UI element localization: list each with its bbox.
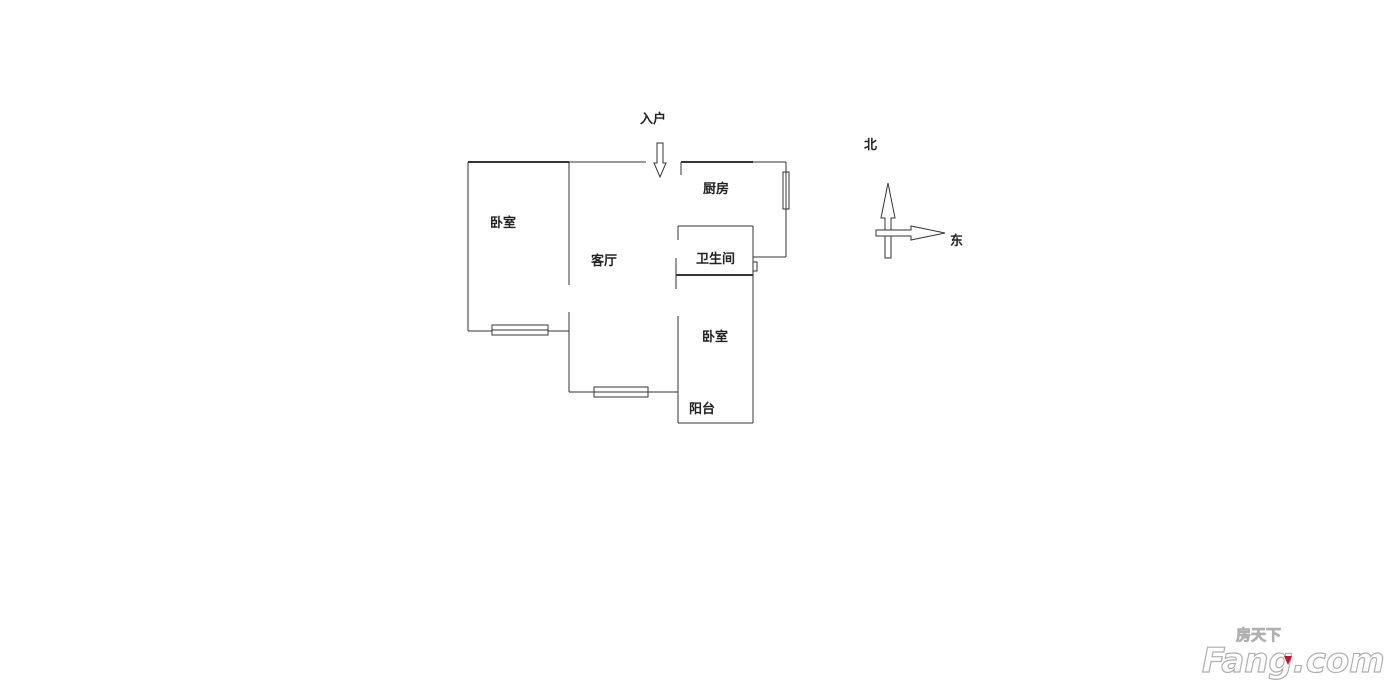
watermark-accent [1284,656,1292,665]
watermark-brand-cn: 房天下 [1236,626,1281,644]
entrance-arrow [653,142,667,179]
window-kitchen [782,171,790,210]
room-label-bathroom: 卫生间 [696,252,736,267]
east-arrow-icon [875,225,946,241]
compass-east-label: 东 [950,234,964,249]
north-arrow-icon [880,182,896,259]
room-label-kitchen: 厨房 [703,182,730,197]
compass-arrows [875,182,946,259]
compass-north-label: 北 [864,138,878,153]
window-west-bedroom [491,324,549,336]
window-bathroom [752,261,758,272]
room-label-living-room: 客厅 [591,254,618,269]
room-label-bedroom-west: 卧室 [490,216,517,231]
windows [491,171,790,398]
fang-logo: 房天下 Fang.com [1201,626,1385,680]
watermark-brand-en: Fang.com [1202,641,1385,680]
entrance-label: 入户 [640,112,667,127]
window-living-room [593,386,649,398]
walls [467,161,787,424]
room-label-bedroom-east: 卧室 [702,330,729,345]
room-label-balcony: 阳台 [689,402,716,417]
